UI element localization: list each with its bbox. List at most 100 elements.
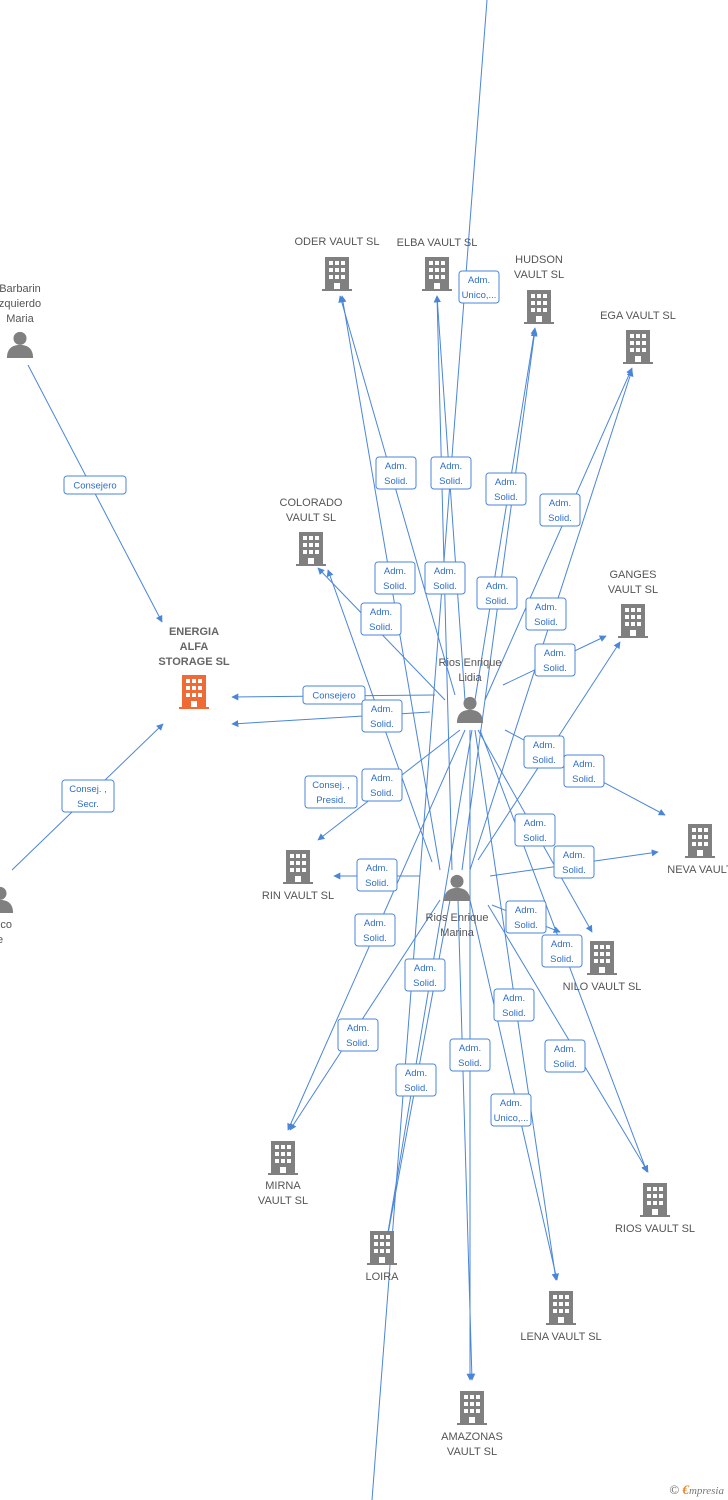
role-label-text: Consejero	[312, 691, 355, 702]
node-label: VAULT SL	[608, 584, 658, 596]
role-label-box	[61, 779, 115, 813]
node-label: GANGES	[609, 569, 656, 581]
role-label-box	[361, 699, 403, 733]
role-label[interactable]: Adm.Solid.	[493, 988, 535, 1022]
building-icon	[618, 604, 648, 638]
role-label[interactable]: Adm.Solid.	[404, 958, 446, 992]
role-label-text: Adm.	[366, 863, 388, 874]
edge-line	[469, 899, 560, 1281]
role-label-text: Adm.	[500, 1098, 522, 1109]
role-label[interactable]: Consejero	[302, 685, 366, 705]
role-label[interactable]: Adm.Solid.	[534, 643, 576, 677]
role-label[interactable]: Adm.Solid.	[541, 934, 583, 968]
role-label-box	[302, 685, 366, 705]
role-label[interactable]: Adm.Unico,...	[458, 270, 500, 304]
node-label: AMAZONAS	[441, 1431, 503, 1443]
role-label-text: Adm.	[384, 566, 406, 577]
person-icon	[0, 886, 14, 913]
role-label-box	[485, 472, 527, 506]
node-rin[interactable]: RIN VAULT SL	[262, 850, 334, 902]
node-label: COLORADO	[280, 497, 343, 509]
node-nilo[interactable]: NILO VAULT SL	[563, 941, 642, 993]
role-label[interactable]: Adm. Solid.	[476, 576, 518, 610]
nodes-layer: BarbarinzquierdoMariaENERGIAALFASTORAGE …	[0, 236, 728, 1458]
role-label[interactable]: Adm.Solid.	[563, 754, 605, 788]
node-ganges[interactable]: GANGES VAULT SL	[608, 569, 658, 638]
node-blanco[interactable]: ancoe	[0, 886, 14, 946]
role-label[interactable]: Adm.Solid.	[553, 845, 595, 879]
node-oder[interactable]: ODER VAULT SL	[295, 236, 380, 291]
node-label: VAULT SL	[447, 1446, 497, 1458]
role-label-text: Adm.	[495, 477, 517, 488]
node-colorado[interactable]: COLORADO VAULT SL	[280, 497, 343, 566]
role-label[interactable]: Adm. Solid.	[544, 1039, 586, 1073]
role-label[interactable]: Adm.Solid.	[505, 900, 547, 934]
role-label[interactable]: Adm.Solid.	[356, 858, 398, 892]
role-label-text: Solid.	[572, 774, 596, 785]
role-label-text: Adm.	[486, 581, 508, 592]
role-label[interactable]: Consej. ,Presid.	[304, 775, 358, 809]
role-label[interactable]: Consej. ,Secr.	[61, 779, 115, 813]
node-label: RIOS VAULT SL	[615, 1223, 695, 1235]
role-label-box	[541, 934, 583, 968]
role-label-box	[424, 561, 466, 595]
empresia-logo: © €mpresia	[669, 1482, 724, 1498]
role-label[interactable]: Adm.Solid.	[525, 597, 567, 631]
role-label[interactable]: Adm.Solid.	[361, 768, 403, 802]
role-label[interactable]: Adm.Solid.	[375, 456, 417, 490]
role-label[interactable]: Adm.Solid.	[337, 1018, 379, 1052]
node-neva[interactable]: NEVA VAULT	[667, 824, 728, 876]
role-label[interactable]: Adm.Solid.	[449, 1038, 491, 1072]
person-icon	[456, 696, 484, 723]
role-label-box	[63, 475, 127, 495]
node-rios[interactable]: RIOS VAULT SL	[615, 1183, 695, 1235]
node-label: VAULT SL	[286, 512, 336, 524]
building-icon	[367, 1231, 397, 1265]
role-label-text: Solid.	[553, 1059, 577, 1070]
node-elba[interactable]: ELBA VAULT SL	[397, 237, 478, 291]
edges-layer	[11, 0, 666, 1500]
role-label[interactable]: Adm.Solid.	[361, 699, 403, 733]
role-label-box	[395, 1063, 437, 1097]
role-label-box	[356, 858, 398, 892]
building-icon	[322, 257, 352, 291]
role-label-box	[493, 988, 535, 1022]
role-label[interactable]: Adm.Solid.	[485, 472, 527, 506]
role-label[interactable]: Adm.Solid.	[430, 456, 472, 490]
role-label-text: Solid.	[413, 978, 437, 989]
role-label-text: Solid.	[458, 1058, 482, 1069]
role-label-text: Adm.	[551, 939, 573, 950]
role-label-text: Adm.	[405, 1068, 427, 1079]
role-label-text: Solid.	[485, 596, 509, 607]
brand-initial: €	[682, 1482, 689, 1497]
node-lena[interactable]: LENA VAULT SL	[520, 1291, 602, 1343]
role-label[interactable]: Adm.Solid.	[539, 493, 581, 527]
node-ega[interactable]: EGA VAULT SL	[600, 310, 676, 364]
role-label[interactable]: Adm.Solid.	[360, 602, 402, 636]
role-label[interactable]: Adm.Solid.	[424, 561, 466, 595]
edge-line	[474, 327, 538, 701]
role-label[interactable]: Adm.Solid.	[514, 813, 556, 847]
role-label[interactable]: Consejero	[63, 475, 127, 495]
role-label[interactable]: Adm.Solid.	[395, 1063, 437, 1097]
role-label-box	[539, 493, 581, 527]
role-label-text: Adm.	[371, 773, 393, 784]
node-label: NILO VAULT SL	[563, 981, 642, 993]
node-amazonas[interactable]: AMAZONAS VAULT SL	[441, 1391, 503, 1458]
building-icon	[524, 290, 554, 324]
role-label-text: Adm.	[554, 1044, 576, 1055]
edge-line	[289, 899, 441, 1131]
role-label[interactable]: Adm.Solid.	[523, 735, 565, 769]
role-label[interactable]: Adm.Solid.	[354, 913, 396, 947]
role-label[interactable]: Adm.Solid.	[374, 561, 416, 595]
role-label-text: Adm.	[364, 918, 386, 929]
node-loira[interactable]: LOIRA	[365, 1231, 399, 1283]
role-label[interactable]: Adm.Unico,...	[490, 1093, 532, 1127]
node-label: Maria	[6, 313, 34, 325]
